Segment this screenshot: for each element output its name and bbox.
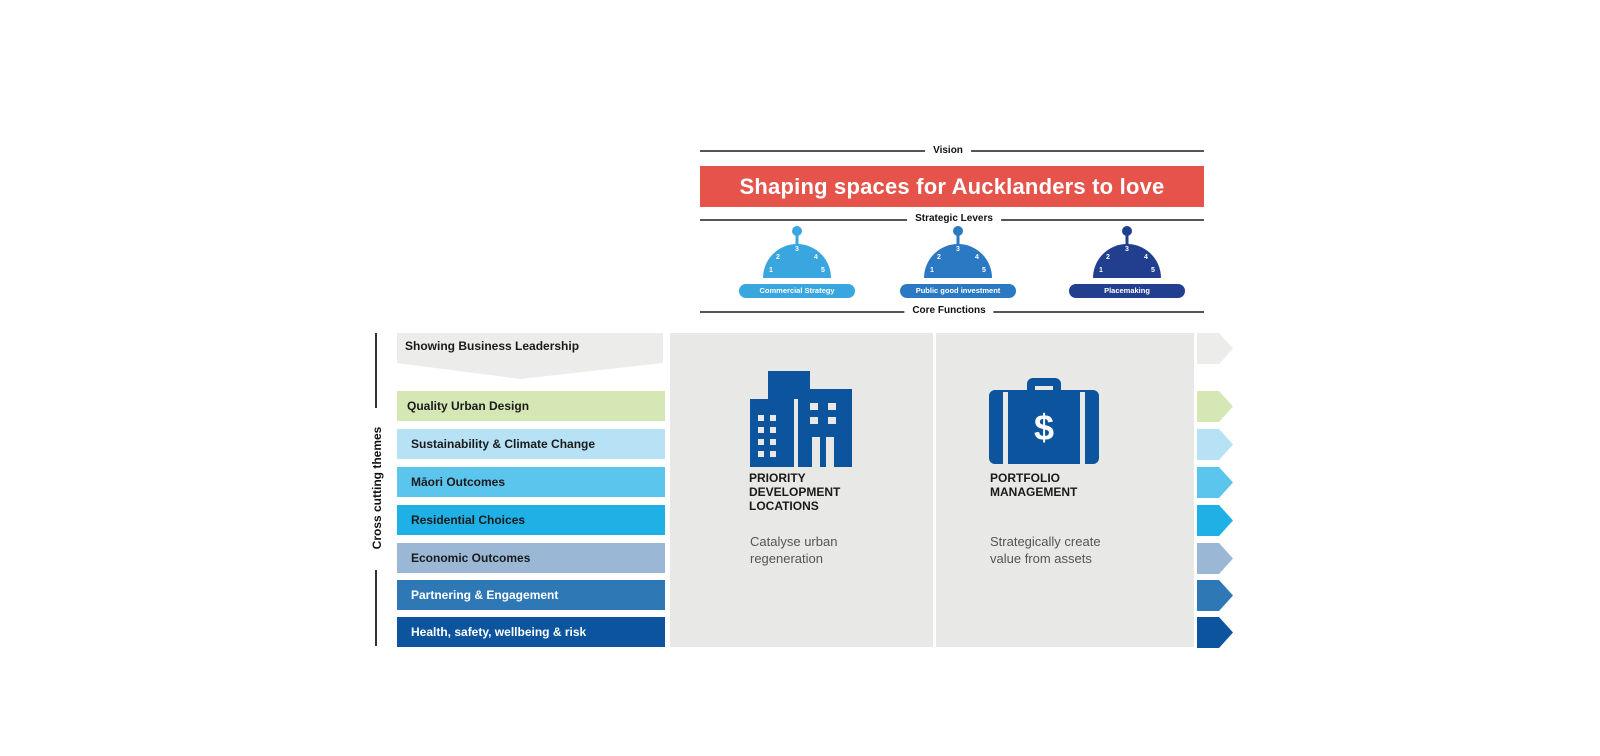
core-function-description: Catalyse urban regeneration [750, 534, 838, 566]
dial-number: 4 [1144, 254, 1148, 261]
dial-gauge-icon: 12 3 45 [763, 226, 831, 278]
dial-number: 2 [776, 254, 780, 261]
leadership-chevron-shape [397, 333, 663, 379]
dial-number: 3 [1125, 246, 1129, 253]
dial-body [1093, 244, 1161, 278]
arrow-sustainability [1197, 429, 1233, 460]
dial-number: 2 [937, 254, 941, 261]
theme-economic-outcomes: Economic Outcomes [397, 543, 665, 573]
showing-business-leadership: Showing Business Leadership [397, 333, 663, 381]
dial-number: 5 [982, 267, 986, 274]
dial-needle [1125, 230, 1129, 248]
lever-label: Commercial Strategy [739, 284, 855, 298]
strategic-levers-label: Strategic Levers [907, 213, 1001, 225]
arrow-partnering-engagement [1197, 580, 1233, 611]
panel-portfolio-management: $ PORTFOLIO MANAGEMENT Strategically cre… [936, 333, 1194, 647]
arrow-economic-outcomes [1197, 543, 1233, 574]
core-function-title: PORTFOLIO MANAGEMENT [990, 471, 1078, 499]
dial-body [763, 244, 831, 278]
building-icon [750, 371, 852, 467]
dial-gauge-icon: 12 3 45 [1093, 226, 1161, 278]
dial-knob [1122, 226, 1132, 236]
theme-sustainability-climate-change: Sustainability & Climate Change [397, 429, 665, 459]
dial-needle [956, 230, 960, 248]
dial-number: 4 [975, 254, 979, 261]
dial-number: 5 [1151, 267, 1155, 274]
dial-number: 1 [1099, 267, 1103, 274]
theme-maori-outcomes: Māori Outcomes [397, 467, 665, 497]
dial-number: 3 [795, 246, 799, 253]
dial-knob [953, 226, 963, 236]
dial-number: 2 [1106, 254, 1110, 261]
theme-health-safety-wellbeing-risk: Health, safety, wellbeing & risk [397, 617, 665, 647]
briefcase-dollar-icon: $ [989, 378, 1099, 464]
dial-number: 1 [930, 267, 934, 274]
arrow-health-safety [1197, 617, 1233, 648]
core-function-title: PRIORITY DEVELOPMENT LOCATIONS [749, 471, 841, 513]
svg-text:$: $ [1034, 407, 1054, 448]
arrow-maori-outcomes [1197, 467, 1233, 498]
core-functions-label: Core Functions [904, 305, 994, 317]
lever-label: Placemaking [1069, 284, 1185, 298]
dial-number: 5 [821, 267, 825, 274]
theme-quality-urban-design: Quality Urban Design [397, 391, 665, 421]
arrow-quality-urban-design [1197, 391, 1233, 422]
dial-number: 3 [956, 246, 960, 253]
dial-gauge-icon: 12 3 45 [924, 226, 992, 278]
theme-partnering-engagement: Partnering & Engagement [397, 580, 665, 610]
lever-label: Public good investment [900, 284, 1016, 298]
panel-priority-development-locations: PRIORITY DEVELOPMENT LOCATIONS Catalyse … [670, 333, 933, 647]
arrow-residential-choices [1197, 505, 1233, 536]
theme-residential-choices: Residential Choices [397, 505, 665, 535]
dial-number: 4 [814, 254, 818, 261]
dial-needle [795, 230, 799, 248]
vision-statement: Shaping spaces for Aucklanders to love [700, 166, 1204, 207]
leadership-label: Showing Business Leadership [405, 339, 580, 353]
vision-label: Vision [925, 145, 971, 157]
core-function-description: Strategically create value from assets [990, 534, 1101, 566]
cross-cutting-themes-label: Cross cutting themes [370, 426, 384, 550]
dial-knob [792, 226, 802, 236]
dial-body [924, 244, 992, 278]
cross-cutting-line-bottom [375, 570, 377, 646]
arrow-leadership [1197, 333, 1233, 364]
cross-cutting-line-top [375, 333, 377, 408]
dial-number: 1 [769, 267, 773, 274]
